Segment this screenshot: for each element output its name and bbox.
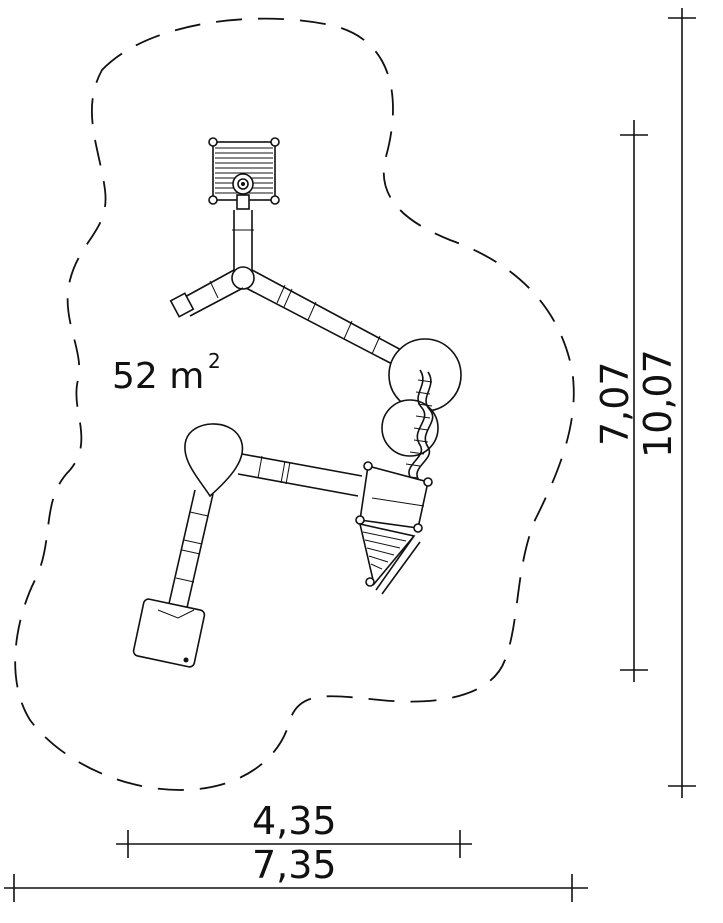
bottom-square-platform (132, 598, 206, 668)
triangular-stairs (358, 522, 421, 595)
dimension-line-width-inner (116, 830, 472, 858)
width-inner-label: 4,35 (252, 799, 337, 843)
tube-vertical-top (232, 210, 254, 270)
round-platform-upper (388, 338, 462, 412)
area-label: 52 m (112, 356, 204, 397)
lower-platform (355, 461, 433, 533)
tube-junction (231, 266, 255, 290)
width-outer-label: 7,35 (252, 843, 337, 887)
spiral-climber (381, 369, 439, 508)
height-outer-label: 10,07 (636, 349, 680, 458)
teardrop-platform (184, 423, 244, 498)
top-platform (208, 137, 280, 210)
tube-middle-horizontal (237, 453, 363, 497)
tube-right-long (245, 269, 406, 367)
safety-zone-boundary (14, 17, 575, 791)
dimension-line-width-outer (4, 874, 588, 902)
tube-left-vertical (167, 489, 214, 613)
tube-left-branch (169, 269, 244, 318)
dimension-line-height-inner (620, 120, 648, 682)
height-inner-label: 7,07 (593, 361, 637, 446)
dimension-line-height-outer (668, 8, 696, 798)
area-unit-exponent: 2 (208, 349, 221, 373)
